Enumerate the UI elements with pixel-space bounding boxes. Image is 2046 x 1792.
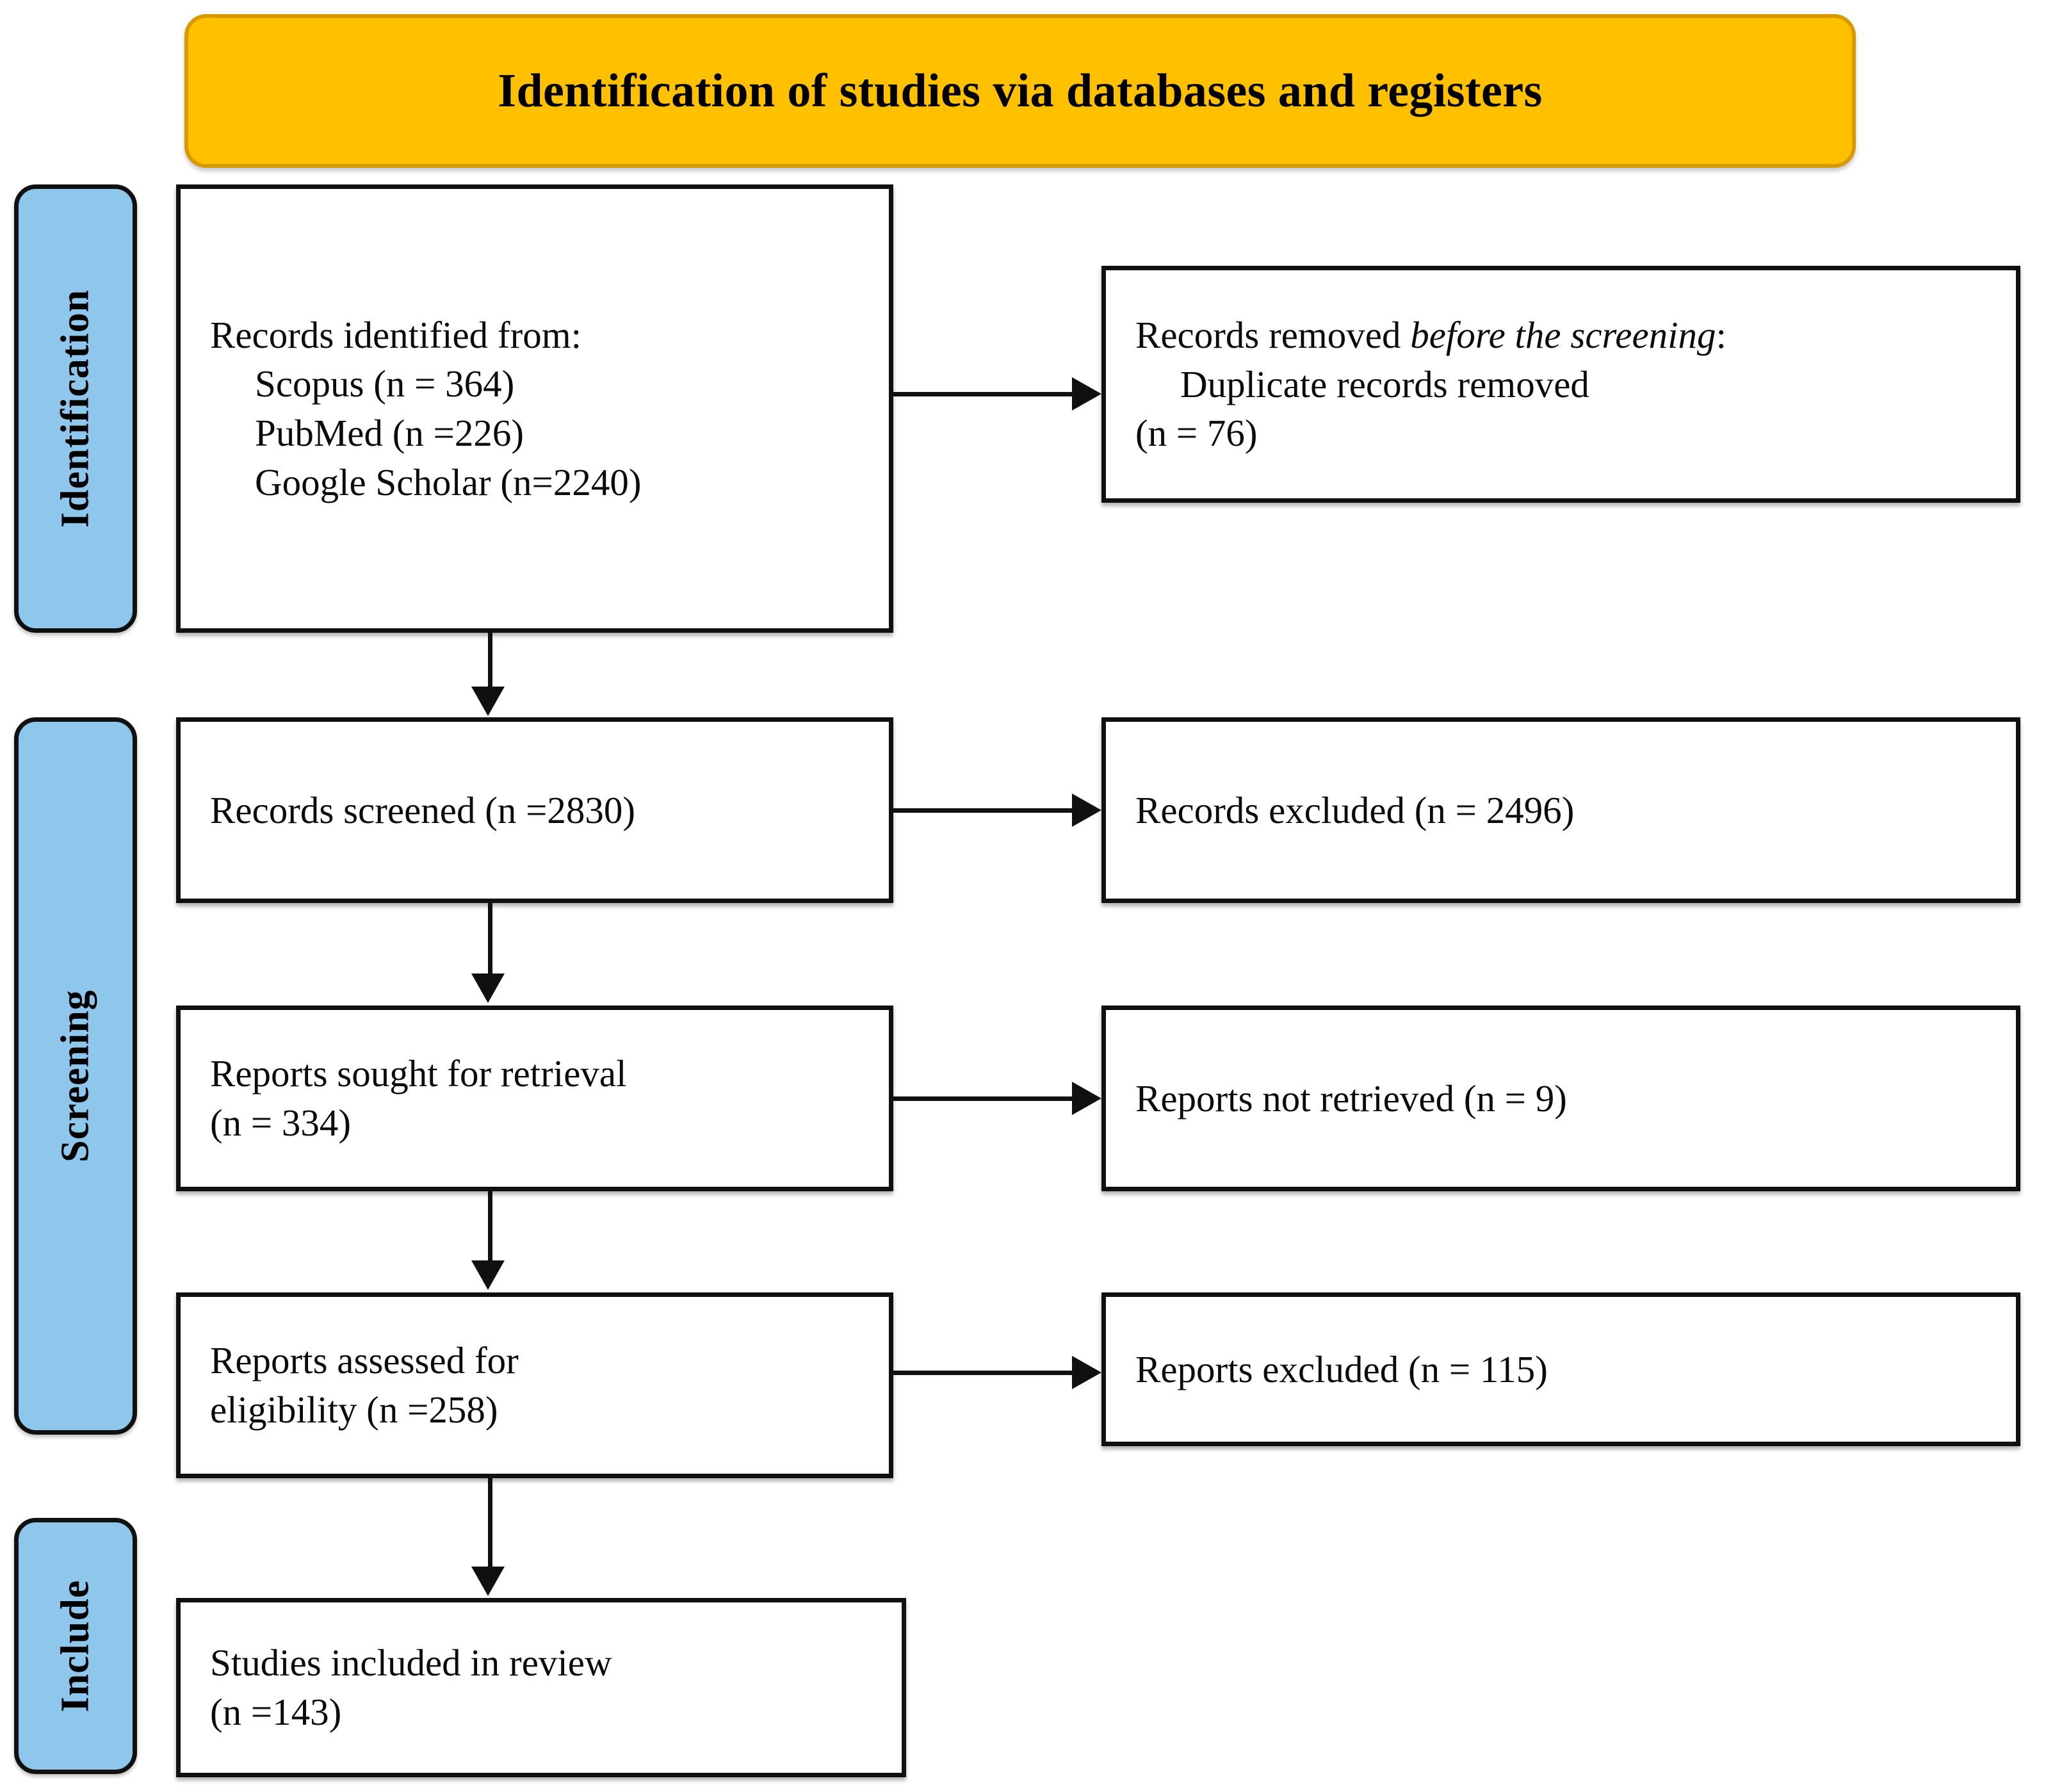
box-reports-not-retrieved: Reports not retrieved (n = 9) <box>1101 1006 2020 1191</box>
records-identified-heading: Records identified from: <box>210 313 582 356</box>
records-identified-google-scholar: Google Scholar (n=2240) <box>255 460 642 503</box>
diagram-header-banner: Identification of studies via databases … <box>184 14 1856 168</box>
box-reports-assessed-for-eligibility: Reports assessed for eligibility (n =258… <box>176 1292 893 1478</box>
box-records-screened: Records screened (n =2830) <box>176 717 893 903</box>
stage-label-identification-text: Identification <box>53 289 97 528</box>
reports-assessed-text: Reports assessed for <box>210 1339 519 1382</box>
stage-label-screening-text: Screening <box>53 990 97 1162</box>
box-studies-included-in-review: Studies included in review (n =143) <box>176 1598 906 1777</box>
box-records-removed-before-screening: Records removed before the screening: Du… <box>1101 266 2020 503</box>
box-records-excluded: Records excluded (n = 2496) <box>1101 717 2020 903</box>
records-screened-text: Records screened (n =2830) <box>210 788 636 831</box>
reports-sought-text: Reports sought for retrieval <box>210 1052 627 1095</box>
reports-sought-count: (n = 334) <box>210 1102 352 1144</box>
records-identified-pubmed: PubMed (n =226) <box>255 412 524 454</box>
box-reports-sought-for-retrieval: Reports sought for retrieval (n = 334) <box>176 1006 893 1191</box>
duplicate-records-removed: Duplicate records removed <box>1180 362 1589 405</box>
records-identified-scopus: Scopus (n = 364) <box>255 362 515 405</box>
stage-label-include-text: Include <box>53 1579 97 1713</box>
studies-included-count: (n =143) <box>210 1691 342 1733</box>
box-records-identified: Records identified from: Scopus (n = 364… <box>176 184 893 633</box>
records-removed-prefix: Records removed <box>1135 313 1411 356</box>
stage-label-include: Include <box>14 1518 137 1774</box>
stage-label-identification: Identification <box>14 184 137 633</box>
duplicate-records-count: (n = 76) <box>1135 412 1258 455</box>
reports-not-retrieved-text: Reports not retrieved (n = 9) <box>1135 1077 1567 1120</box>
stage-label-screening: Screening <box>14 717 137 1435</box>
reports-assessed-count: eligibility (n =258) <box>210 1389 498 1431</box>
reports-excluded-text: Reports excluded (n = 115) <box>1135 1348 1548 1390</box>
box-reports-excluded: Reports excluded (n = 115) <box>1101 1292 2020 1446</box>
records-removed-heading: Records removed before the screening: <box>1106 311 2016 360</box>
records-excluded-text: Records excluded (n = 2496) <box>1135 788 1575 831</box>
studies-included-text: Studies included in review <box>210 1641 612 1684</box>
banner-title: Identification of studies via databases … <box>498 64 1543 117</box>
records-removed-emphasis: before the screening <box>1410 313 1716 356</box>
records-removed-suffix: : <box>1716 313 1726 356</box>
